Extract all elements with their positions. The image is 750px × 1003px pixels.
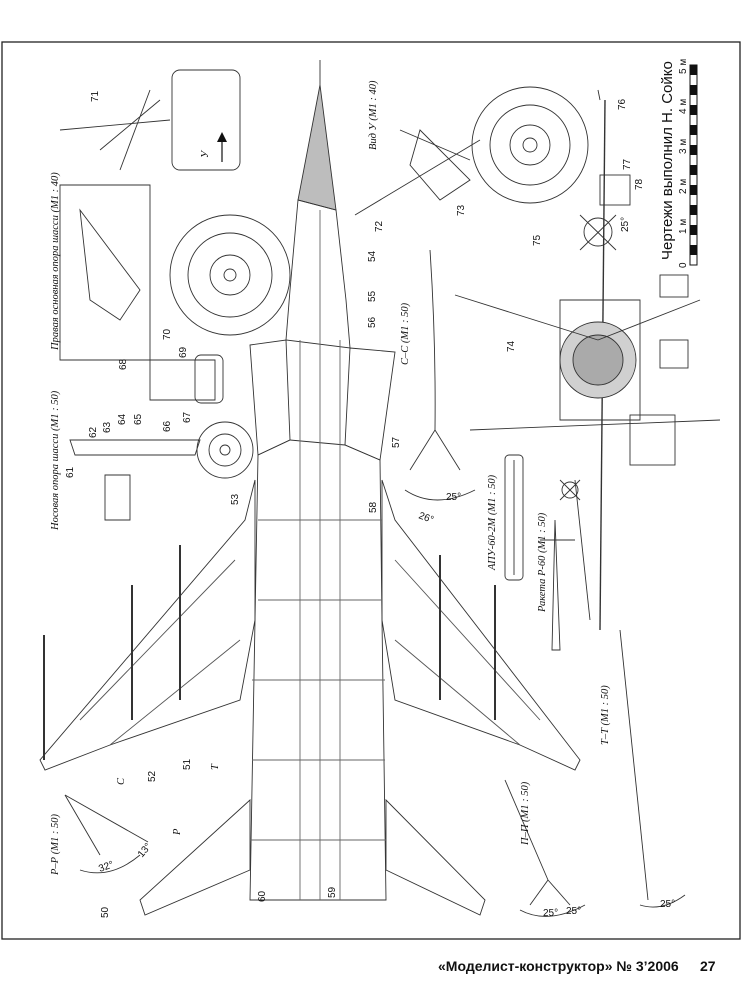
callout-62: 62 bbox=[88, 426, 99, 438]
callout-68: 68 bbox=[118, 358, 129, 370]
callout-55: 55 bbox=[367, 290, 378, 302]
callout-53: 53 bbox=[230, 493, 241, 505]
front-wing-right bbox=[597, 299, 701, 341]
scale-tick-1: 1 м bbox=[678, 219, 689, 234]
view-u-detail bbox=[354, 86, 589, 216]
angle-pp-25a: 25° bbox=[543, 908, 558, 919]
callout-58: 58 bbox=[368, 501, 379, 513]
title-missile: Ракета Р-60 (М1 : 50) bbox=[537, 512, 548, 613]
angle-rr-32: 32° bbox=[97, 859, 115, 875]
section-tt bbox=[619, 629, 686, 908]
callout-56: 56 bbox=[367, 316, 378, 328]
view-u-arrowhead bbox=[217, 132, 227, 142]
front-wing-left bbox=[454, 294, 599, 341]
left-wing bbox=[39, 479, 256, 771]
callout-73: 73 bbox=[456, 204, 467, 216]
callout-74: 74 bbox=[506, 340, 517, 352]
callout-70: 70 bbox=[162, 328, 173, 340]
callout-69: 69 bbox=[178, 346, 189, 358]
front-fuselage-outline bbox=[559, 299, 641, 421]
title-view-u: Вид У (М1 : 40) bbox=[368, 80, 379, 150]
drawing-credit: Чертежи выполнил Н. Сойко bbox=[659, 61, 676, 260]
section-mark-t: Т bbox=[210, 763, 221, 770]
callouts: 50 51 52 53 54 55 56 57 58 59 60 61 62 6… bbox=[65, 90, 645, 918]
callout-54: 54 bbox=[367, 250, 378, 262]
right-stabilizer bbox=[385, 798, 486, 916]
title-section-tt: Т–Т (М1 : 50) bbox=[600, 685, 611, 745]
callout-67: 67 bbox=[182, 411, 193, 423]
missile-r60 bbox=[540, 519, 575, 651]
center-fuselage bbox=[249, 439, 387, 901]
nose-radome bbox=[297, 84, 337, 211]
callout-72: 72 bbox=[374, 220, 385, 232]
title-apu: АПУ-60-2М (М1 : 50) bbox=[487, 474, 498, 571]
front-view bbox=[454, 89, 721, 631]
callout-77: 77 bbox=[622, 158, 633, 170]
angle-front-25: 25° bbox=[620, 217, 631, 232]
callout-60: 60 bbox=[257, 890, 268, 902]
title-nose-gear: Носовая опора шасси (М1 : 50) bbox=[50, 390, 61, 531]
callout-76: 76 bbox=[617, 98, 628, 110]
scale-bar: 0 1 м 2 м 3 м 4 м 5 м bbox=[678, 59, 698, 268]
title-section-pp: П–П (М1 : 50) bbox=[520, 781, 531, 846]
scale-tick-2: 2 м bbox=[678, 179, 689, 194]
top-left-gear-detail bbox=[59, 69, 241, 171]
scale-tick-5: 5 м bbox=[678, 59, 689, 74]
scale-tick-0: 0 bbox=[678, 262, 689, 268]
front-stabilizer bbox=[469, 419, 721, 431]
drawing-frame bbox=[1, 41, 741, 940]
right-wing bbox=[381, 479, 581, 771]
section-mark-c: С bbox=[116, 777, 127, 785]
angle-cc-25: 25° bbox=[446, 492, 461, 503]
title-section-rr: Р–Р (М1 : 50) bbox=[50, 814, 61, 876]
angle-pp-25b: 25° bbox=[566, 906, 581, 917]
callout-71: 71 bbox=[90, 90, 101, 102]
aircraft-top-view bbox=[39, 60, 581, 916]
callout-78: 78 bbox=[634, 178, 645, 190]
left-stabilizer bbox=[139, 798, 251, 916]
callout-51: 51 bbox=[182, 758, 193, 770]
scale-tick-3: 3 м bbox=[678, 139, 689, 154]
callout-63: 63 bbox=[102, 421, 113, 433]
main-gear-detail bbox=[59, 184, 291, 361]
angle-cc-26: 26° bbox=[417, 510, 435, 526]
view-u-wheel bbox=[471, 86, 589, 204]
callout-66: 66 bbox=[162, 420, 173, 432]
section-rr bbox=[64, 794, 149, 874]
right-intake bbox=[344, 347, 396, 461]
callout-65: 65 bbox=[133, 413, 144, 425]
title-main-gear: Правая основная опора шасси (М1 : 40) bbox=[50, 172, 61, 351]
callout-59: 59 bbox=[327, 886, 338, 898]
callout-75: 75 bbox=[532, 234, 543, 246]
apu-launcher bbox=[504, 454, 524, 581]
title-section-cc: С–С (М1 : 50) bbox=[400, 302, 411, 365]
angle-tt-25: 25° bbox=[660, 899, 675, 910]
scale-tick-4: 4 м bbox=[678, 99, 689, 114]
callout-61: 61 bbox=[65, 466, 76, 478]
callout-50: 50 bbox=[100, 906, 111, 918]
callout-57: 57 bbox=[391, 436, 402, 448]
nose-gear-detail bbox=[69, 354, 254, 521]
footer-page-number: 27 bbox=[700, 958, 716, 974]
section-pp bbox=[504, 779, 586, 917]
callout-64: 64 bbox=[117, 413, 128, 425]
callout-52: 52 bbox=[147, 770, 158, 782]
view-u-arrow-label: У bbox=[200, 149, 211, 158]
angle-rr-13: 13° bbox=[136, 841, 154, 860]
left-intake bbox=[249, 339, 291, 456]
forward-fuselage bbox=[285, 199, 351, 349]
section-mark-r: Р bbox=[172, 828, 183, 836]
nose-wheel bbox=[196, 421, 254, 479]
footer-magazine: «Моделист-конструктор» № 3’2006 bbox=[438, 958, 679, 974]
main-wheel bbox=[169, 214, 291, 336]
section-cc bbox=[404, 249, 476, 501]
